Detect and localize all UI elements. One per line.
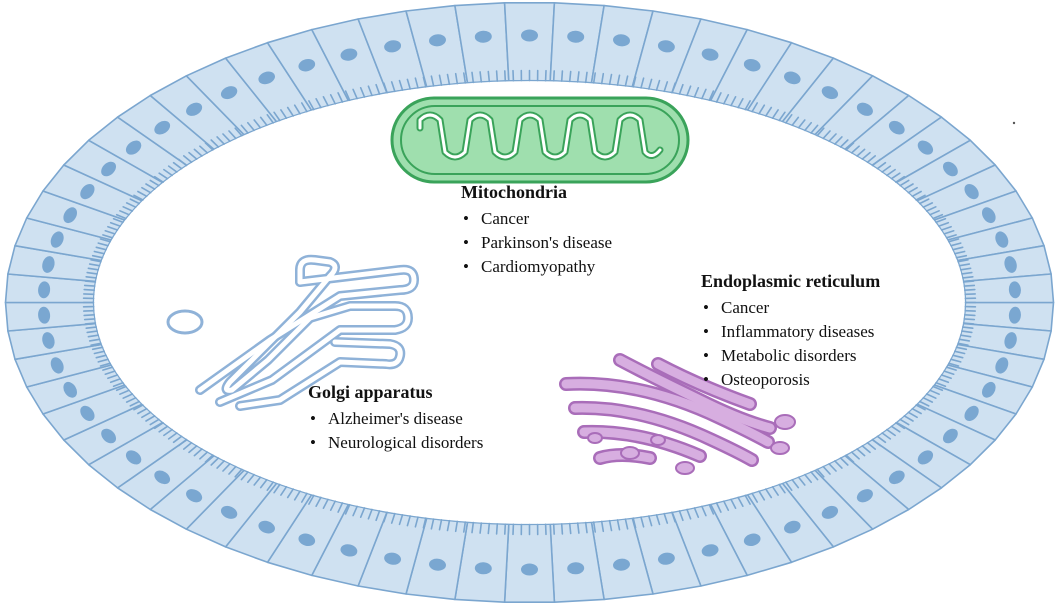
endoplasmic-reticulum-title: Endoplasmic reticulum [701, 271, 881, 291]
nucleus [1008, 281, 1021, 299]
list-item: Osteoporosis [701, 368, 880, 392]
nucleus [888, 470, 905, 485]
endoplasmic-reticulum-label-block: Endoplasmic reticulum Cancer Inflammator… [701, 270, 880, 392]
mitochondria-label-block: Mitochondria Cancer Parkinson's disease … [461, 181, 612, 279]
nucleus [701, 48, 719, 61]
nucleus [340, 544, 358, 557]
nucleus [38, 306, 51, 324]
speck-dot [1012, 121, 1016, 125]
nucleus [220, 505, 238, 519]
nucleus [258, 71, 275, 85]
nucleus [784, 71, 801, 85]
golgi-apparatus-icon [166, 254, 419, 411]
nucleus [942, 428, 958, 444]
nucleus [567, 30, 585, 43]
nucleus [964, 405, 979, 421]
nucleus [154, 470, 171, 485]
nucleus [657, 552, 675, 565]
nucleus [429, 558, 446, 571]
microvilli [82, 69, 977, 536]
nucleus [125, 450, 142, 465]
nucleus [613, 34, 630, 47]
nucleus [384, 40, 402, 53]
nucleus [743, 533, 761, 547]
nucleus [995, 231, 1009, 248]
nucleus [917, 450, 934, 465]
nucleus [101, 161, 117, 177]
epithelial-cell [503, 1, 556, 82]
microvilli-border [82, 69, 977, 536]
nucleus [981, 381, 996, 398]
nucleus [613, 558, 630, 571]
nucleus [856, 489, 873, 503]
nucleus [521, 29, 538, 42]
nucleus [888, 120, 905, 135]
nucleus [743, 58, 761, 72]
nucleus [657, 40, 675, 53]
nucleus [50, 231, 64, 248]
nucleus [784, 520, 801, 534]
list-item: Cancer [701, 296, 880, 320]
nucleus [917, 140, 934, 155]
nucleus [186, 489, 203, 503]
epithelial-cell-ring [4, 1, 1055, 603]
list-item: Neurological disorders [308, 431, 483, 455]
endoplasmic-reticulum-icon [559, 353, 796, 475]
nucleus [154, 120, 171, 135]
nucleus [63, 207, 78, 224]
nucleus [1008, 306, 1021, 324]
mitochondrion-icon [390, 96, 690, 184]
nucleus [186, 102, 203, 116]
list-item: Cancer [461, 207, 612, 231]
mitochondria-title: Mitochondria [461, 182, 567, 202]
nucleus [856, 102, 873, 116]
endoplasmic-reticulum-disease-list: Cancer Inflammatory diseases Metabolic d… [701, 296, 880, 392]
nucleus [964, 184, 979, 200]
epithelial-cell [503, 523, 556, 603]
nucleus [821, 86, 839, 100]
golgi-disease-list: Alzheimer's disease Neurological disorde… [308, 407, 483, 455]
nucleus [38, 281, 51, 299]
nucleus [63, 381, 78, 398]
nucleus [821, 505, 839, 519]
nucleus [1004, 332, 1017, 349]
nucleus [125, 140, 142, 155]
nucleus [1004, 256, 1017, 273]
list-item: Parkinson's disease [461, 231, 612, 255]
nucleus [42, 332, 55, 349]
nucleus [80, 184, 95, 200]
nucleus [101, 428, 117, 444]
nucleus [80, 405, 95, 421]
nucleus [701, 544, 719, 557]
nucleus [220, 86, 238, 100]
golgi-label-block: Golgi apparatus Alzheimer's disease Neur… [308, 381, 483, 455]
nucleus [50, 357, 64, 374]
nucleus [981, 207, 996, 224]
nucleus [942, 161, 958, 177]
golgi-title: Golgi apparatus [308, 382, 433, 402]
nucleus [384, 552, 402, 565]
nucleus [521, 563, 538, 576]
nucleus [567, 562, 585, 575]
nucleus [298, 58, 316, 72]
list-item: Inflammatory diseases [701, 320, 880, 344]
nucleus [429, 34, 446, 47]
nucleus [474, 562, 492, 575]
nucleus [42, 256, 55, 273]
list-item: Alzheimer's disease [308, 407, 483, 431]
nucleus [995, 357, 1009, 374]
list-item: Metabolic disorders [701, 344, 880, 368]
nucleus [340, 48, 358, 61]
mitochondria-disease-list: Cancer Parkinson's disease Cardiomyopath… [461, 207, 612, 279]
list-item: Cardiomyopathy [461, 255, 612, 279]
nucleus [474, 30, 492, 43]
nucleus [258, 520, 275, 534]
nucleus [298, 533, 316, 547]
